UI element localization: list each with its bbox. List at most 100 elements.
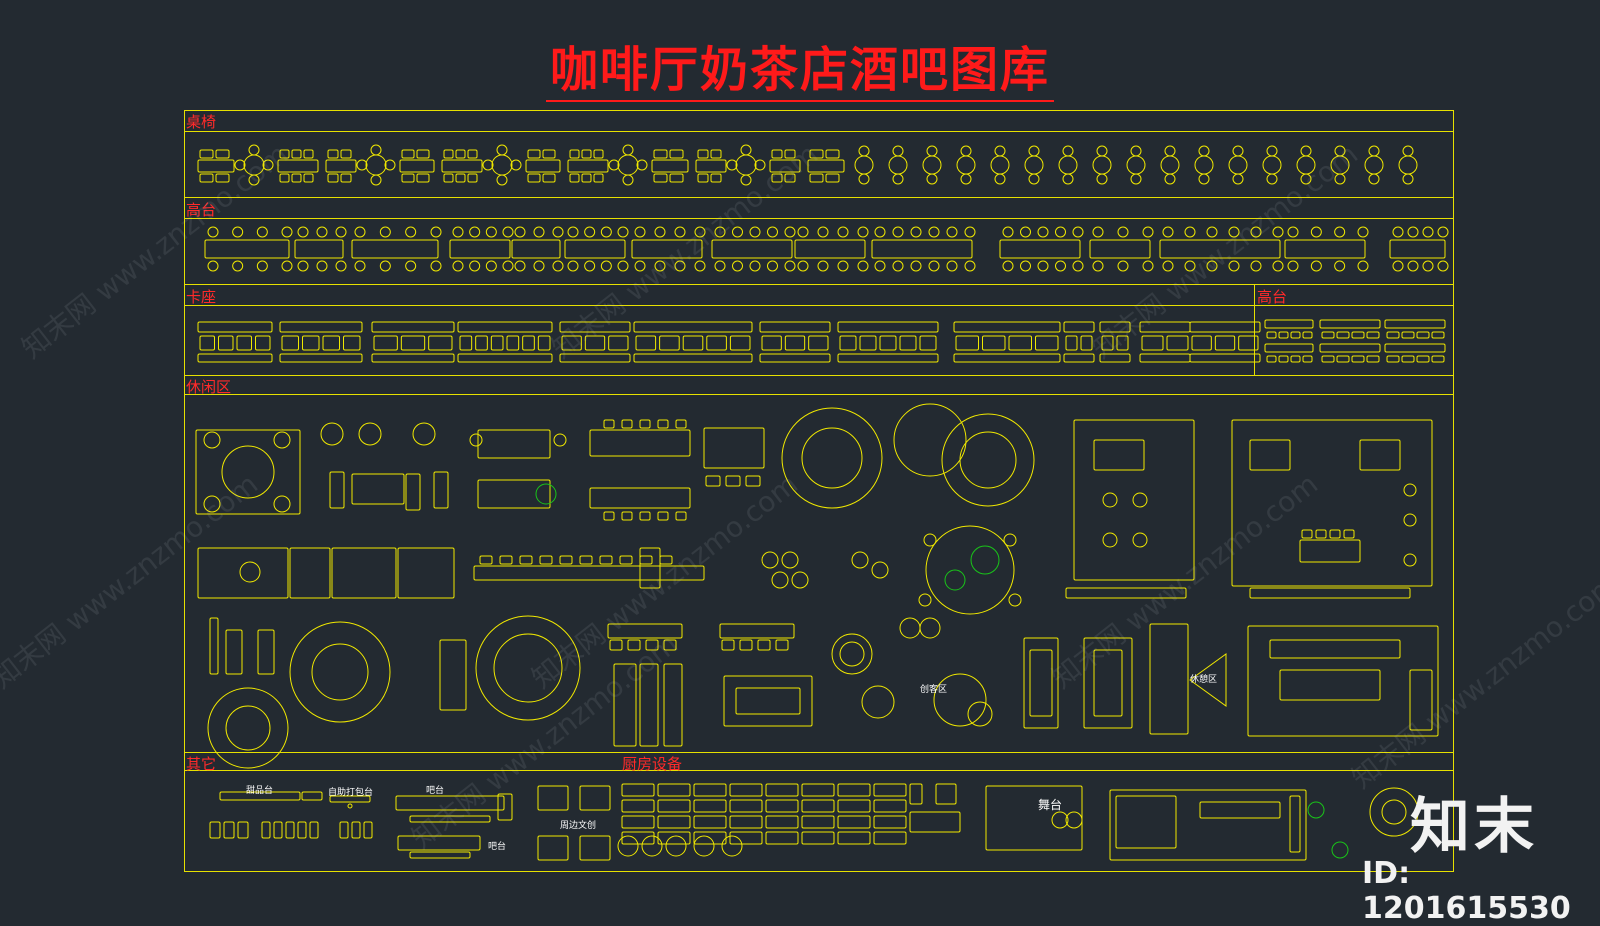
booth-table-symbol <box>561 335 582 351</box>
chair-symbol <box>1403 483 1417 497</box>
stool-symbol <box>502 260 514 272</box>
stool-symbol <box>714 260 726 272</box>
kitchen-equipment-symbol <box>837 783 871 797</box>
chair-symbol <box>918 593 932 607</box>
booth-bench-symbol <box>279 321 363 333</box>
stool-symbol <box>1407 226 1419 238</box>
chair-symbol <box>739 639 753 651</box>
booth-table-symbol <box>682 335 704 351</box>
stool-symbol <box>1142 260 1154 272</box>
stool-symbol <box>1037 226 1049 238</box>
booth-bench-symbol <box>837 321 939 333</box>
kitchen-equipment-symbol <box>873 831 907 845</box>
booth-table-symbol <box>1035 335 1059 351</box>
stool-symbol <box>674 226 686 238</box>
chair-symbol <box>303 173 314 183</box>
stool-symbol <box>874 226 886 238</box>
stool-symbol <box>928 260 940 272</box>
kitchen-equipment-symbol <box>837 831 871 845</box>
plant-symbol <box>239 561 261 583</box>
chair-symbol <box>645 639 659 651</box>
stool-symbol <box>1117 226 1129 238</box>
chair-symbol <box>542 149 556 159</box>
chair-symbol <box>363 821 373 839</box>
round-table-symbol <box>1160 155 1180 175</box>
table-symbol <box>1299 539 1361 563</box>
stool-symbol <box>749 260 761 272</box>
chair-symbol <box>657 511 669 521</box>
chair-symbol <box>1366 355 1380 363</box>
sofa-set-symbol <box>1083 637 1133 729</box>
kitchen-equipment-symbol <box>657 815 691 829</box>
product-display-symbol <box>693 835 715 857</box>
chair-symbol <box>1403 553 1417 567</box>
crescent-sofa-symbol <box>320 422 344 446</box>
chair-symbol <box>339 821 349 839</box>
stool-symbol <box>533 226 545 238</box>
chair-symbol <box>455 149 466 159</box>
chair-symbol <box>659 555 673 565</box>
stool-symbol <box>514 226 526 238</box>
table-symbol <box>769 159 801 173</box>
stool-symbol <box>1020 260 1031 272</box>
oval-table-symbol <box>839 641 865 667</box>
stool-symbol <box>567 226 579 238</box>
drum-symbol <box>1051 811 1069 829</box>
stool-symbol <box>316 260 328 272</box>
stool-symbol <box>837 226 849 238</box>
circular-lounge-symbol <box>781 407 883 509</box>
bar-counter-symbol <box>395 795 505 811</box>
sofa-symbol <box>405 473 421 511</box>
counter-end-symbol <box>639 547 661 589</box>
long-bar-symbol <box>589 487 691 509</box>
table-symbol <box>525 159 561 173</box>
stool-symbol <box>514 260 526 272</box>
high-counter-symbol <box>1384 319 1446 329</box>
chair-symbol <box>1334 145 1346 157</box>
chair-symbol <box>1232 145 1244 157</box>
shelf-symbol <box>289 547 331 599</box>
chair-symbol <box>622 174 634 186</box>
circular-bar-symbol <box>475 615 581 721</box>
stool-symbol <box>232 226 244 238</box>
chair-symbol <box>1336 331 1350 339</box>
divider-booth-top <box>184 305 1454 306</box>
chair-symbol <box>1401 355 1415 363</box>
round-table-symbol <box>1126 155 1146 175</box>
stool-symbol <box>297 260 309 272</box>
chair-symbol <box>237 821 249 839</box>
crescent-sofa-symbol <box>358 422 382 446</box>
round-table-symbol <box>225 705 271 751</box>
round-table-symbol <box>1364 155 1384 175</box>
chair-symbol <box>663 639 677 651</box>
booth-bench-symbol <box>953 321 1061 333</box>
chair-symbol <box>653 149 668 159</box>
kitchen-equipment-symbol <box>801 815 835 829</box>
planter-symbol <box>1359 439 1401 471</box>
chair-symbol <box>291 149 302 159</box>
table-symbol <box>399 159 435 173</box>
stool-symbol <box>584 260 596 272</box>
chair-symbol <box>1366 331 1380 339</box>
chair-symbol <box>669 149 684 159</box>
booth-table-symbol <box>982 335 1006 351</box>
stool-symbol <box>430 226 442 238</box>
chair-symbol <box>1164 173 1176 185</box>
stool-symbol <box>1392 226 1404 238</box>
stool-symbol <box>1055 226 1066 238</box>
chair-symbol <box>1096 145 1108 157</box>
booth-symbol <box>663 663 683 747</box>
stool-symbol <box>405 226 417 238</box>
chair-symbol <box>443 173 454 183</box>
round-table-symbol <box>1398 155 1418 175</box>
kitchen-equipment-symbol <box>765 799 799 813</box>
booth-table-symbol <box>859 335 877 351</box>
chair-symbol <box>1343 529 1355 539</box>
kitchen-equipment-symbol <box>621 831 655 845</box>
stool-symbol <box>767 260 778 272</box>
stool-symbol <box>892 260 904 272</box>
chair-symbol <box>639 555 653 565</box>
hex-table-symbol <box>791 571 809 589</box>
chair-symbol <box>1351 331 1365 339</box>
pack-counter-symbol <box>329 795 371 803</box>
